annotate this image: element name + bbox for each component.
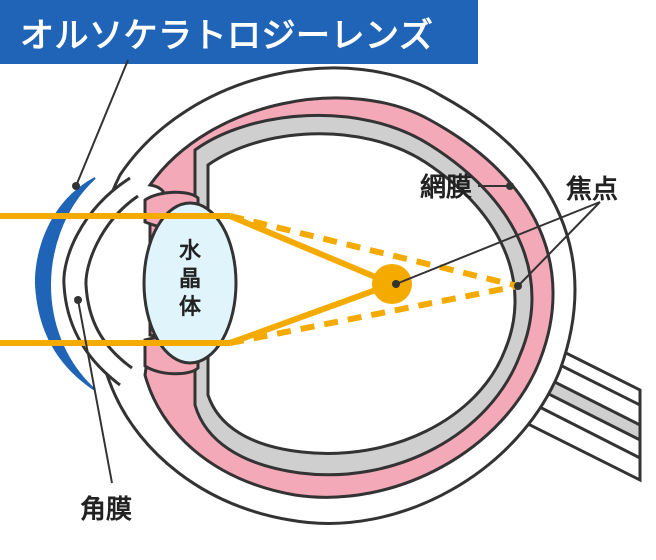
ray-top-refracted <box>228 213 394 287</box>
lens-label-char-3: 体 <box>179 295 202 320</box>
ray-bottom-dashed <box>229 283 519 346</box>
lens-label-char-1: 水 <box>179 239 202 264</box>
ray-top-dashed <box>229 213 519 289</box>
cornea <box>62 176 139 387</box>
retina-label: 網膜 <box>420 172 472 203</box>
focus-label: 焦点 <box>566 174 618 205</box>
leader-lines <box>72 59 601 484</box>
diagram-title: オルソケラトロジーレンズ <box>20 15 434 56</box>
crystalline-lens <box>142 201 238 365</box>
title-banner: オルソケラトロジーレンズ <box>0 0 478 64</box>
lens-label-group: 水 晶 体 <box>179 239 202 320</box>
lens-label-char-2: 晶 <box>179 267 201 292</box>
ray-bottom-refracted <box>228 281 394 346</box>
cornea-label: 角膜 <box>80 494 132 525</box>
